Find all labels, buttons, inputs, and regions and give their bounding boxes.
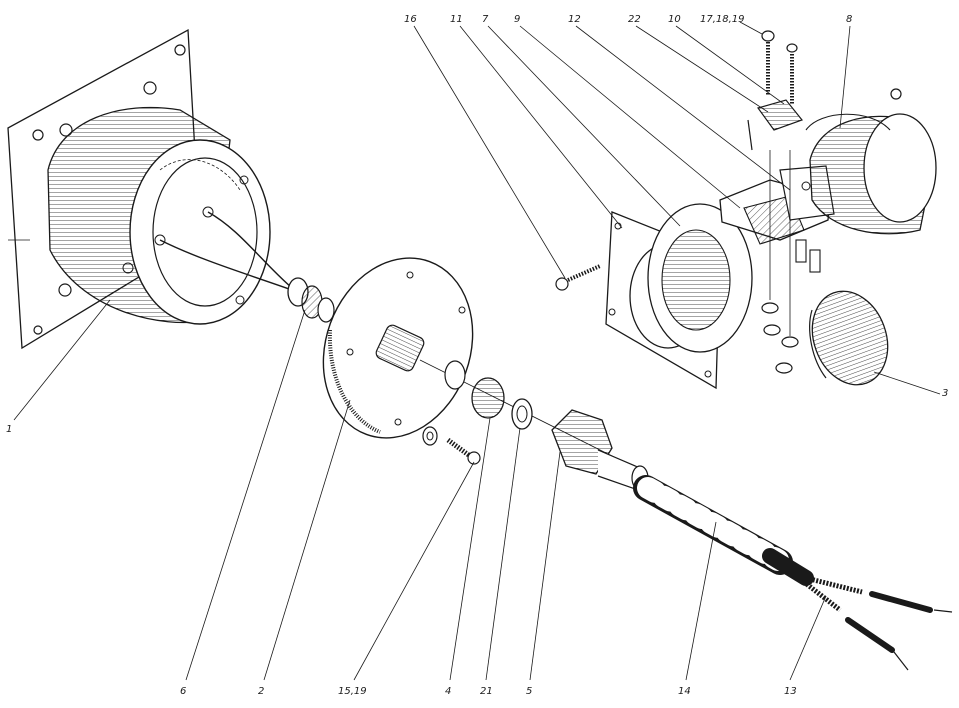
housing-hole xyxy=(239,175,249,185)
label-14: 14 xyxy=(678,686,691,697)
screws-part-17-18-19 xyxy=(747,30,798,151)
insulator-part-22 xyxy=(757,99,803,131)
terminal-screw xyxy=(154,234,166,246)
housing-part-1 xyxy=(7,28,293,350)
label-7: 7 xyxy=(482,14,489,25)
terminal-screw xyxy=(202,206,214,218)
housing-bore xyxy=(152,157,258,307)
flange-bolt xyxy=(32,129,44,141)
internal-wire xyxy=(207,211,293,289)
hex-nut-part-5 xyxy=(551,409,649,491)
leader-lines xyxy=(8,21,941,681)
label-10: 10 xyxy=(668,14,681,25)
washer-part-21 xyxy=(511,398,533,430)
sleeve-part-4 xyxy=(444,360,505,419)
threaded-boss xyxy=(375,324,425,372)
label-5: 5 xyxy=(526,686,532,697)
flange-bolt xyxy=(174,44,186,56)
terminal-housing-part-8 xyxy=(805,88,937,235)
label-16: 16 xyxy=(404,14,417,25)
flange-nut xyxy=(143,81,157,95)
cover-part-3 xyxy=(809,290,889,386)
label-4: 4 xyxy=(445,686,451,697)
label-21: 21 xyxy=(480,686,493,697)
label-9: 9 xyxy=(514,14,520,25)
part-labels: 1 2 3 4 5 6 7 8 9 10 11 12 13 14 15,19 1… xyxy=(6,14,948,697)
label-3: 3 xyxy=(942,388,948,399)
label-1: 1 xyxy=(6,424,12,435)
flange-hole xyxy=(33,325,43,335)
flange-nut xyxy=(58,283,72,297)
gasket-part-7 xyxy=(647,203,753,353)
flange-nut xyxy=(59,123,73,137)
housing-hole xyxy=(122,262,134,274)
housing-hole xyxy=(235,295,245,305)
label-13: 13 xyxy=(784,686,797,697)
label-15-19: 15,19 xyxy=(338,686,367,697)
label-6: 6 xyxy=(180,686,186,697)
label-11: 11 xyxy=(450,14,463,25)
spiral-sleeve-part-14 xyxy=(633,475,814,586)
wire-ends-part-13 xyxy=(802,575,953,671)
label-2: 2 xyxy=(258,686,264,697)
internal-wire xyxy=(159,239,293,291)
grommet-part-6 xyxy=(287,277,335,323)
label-17-18-19: 17,18,19 xyxy=(700,14,745,25)
label-12: 12 xyxy=(568,14,581,25)
label-8: 8 xyxy=(846,14,852,25)
cover-disc-part-2 xyxy=(322,257,474,439)
label-22: 22 xyxy=(628,14,641,25)
screw-part-15-19 xyxy=(422,426,481,465)
screw-part-16 xyxy=(555,264,601,291)
